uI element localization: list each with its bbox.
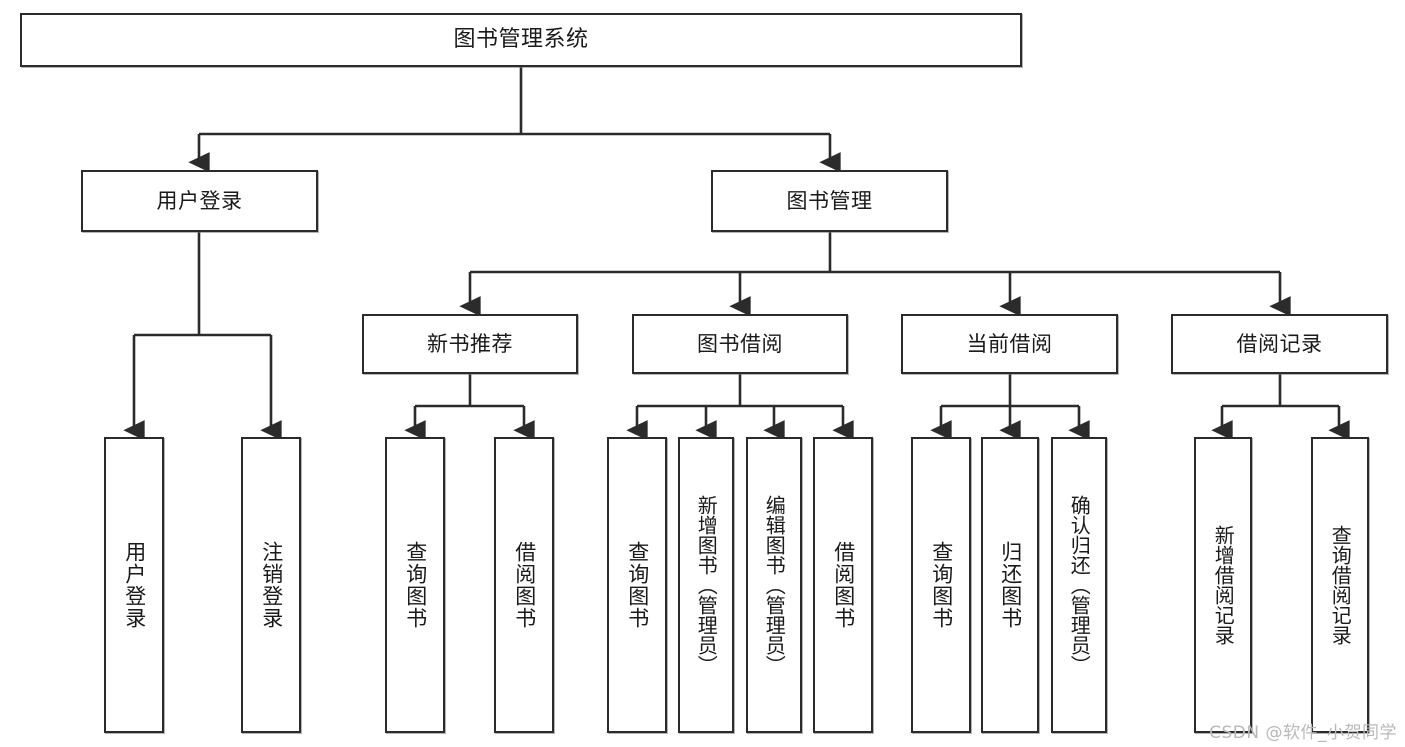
- node-label: 新书推荐: [427, 331, 513, 356]
- node-label: 当前借阅: [966, 331, 1053, 356]
- node-label: 查询图书: [625, 541, 650, 629]
- node-label: 查询图书: [929, 541, 954, 629]
- node-label: 注销登录: [259, 541, 284, 629]
- node-leaf-add-borrow-record[interactable]: 新增借阅记录: [1194, 437, 1252, 733]
- node-book-borrow[interactable]: 图书借阅: [632, 314, 848, 374]
- node-leaf-query-book-recommend[interactable]: 查询图书: [385, 437, 445, 733]
- node-label: 借阅记录: [1236, 331, 1323, 356]
- node-borrow-record[interactable]: 借阅记录: [1171, 314, 1388, 374]
- node-label: 用户登录: [122, 541, 147, 629]
- node-label: 借阅图书: [512, 541, 537, 629]
- node-label: 确认归还（管理员）: [1067, 495, 1092, 675]
- node-leaf-borrow-book-recommend[interactable]: 借阅图书: [494, 437, 554, 733]
- node-label: 图书借阅: [697, 331, 783, 356]
- node-label: 借阅图书: [831, 541, 856, 629]
- node-leaf-confirm-return-admin[interactable]: 确认归还（管理员）: [1051, 437, 1107, 733]
- node-leaf-query-book-borrow[interactable]: 查询图书: [607, 437, 667, 733]
- node-current-borrow[interactable]: 当前借阅: [901, 314, 1118, 374]
- node-book-management[interactable]: 图书管理: [711, 170, 948, 232]
- node-root-book-management-system[interactable]: 图书管理系统: [20, 13, 1022, 67]
- node-label: 新增图书（管理员）: [694, 495, 719, 675]
- node-label: 编辑图书（管理员）: [762, 495, 787, 675]
- node-label: 图书管理系统: [453, 26, 589, 52]
- node-label: 图书管理: [786, 188, 873, 213]
- node-leaf-edit-book-admin[interactable]: 编辑图书（管理员）: [746, 437, 802, 733]
- node-leaf-logout[interactable]: 注销登录: [241, 437, 301, 733]
- node-label: 归还图书: [998, 541, 1023, 629]
- csdn-watermark: CSDN @软件_小贺同学: [1209, 723, 1397, 743]
- node-user-login[interactable]: 用户登录: [81, 170, 318, 232]
- node-leaf-query-borrow-record[interactable]: 查询借阅记录: [1311, 437, 1369, 733]
- node-label: 新增借阅记录: [1211, 525, 1236, 645]
- node-label: 用户登录: [156, 188, 243, 213]
- node-leaf-return-book[interactable]: 归还图书: [981, 437, 1039, 733]
- node-leaf-borrow-book[interactable]: 借阅图书: [813, 437, 873, 733]
- node-leaf-query-book-current[interactable]: 查询图书: [911, 437, 971, 733]
- node-label: 查询图书: [403, 541, 428, 629]
- node-leaf-add-book-admin[interactable]: 新增图书（管理员）: [678, 437, 734, 733]
- node-label: 查询借阅记录: [1328, 525, 1353, 645]
- node-leaf-user-login[interactable]: 用户登录: [104, 437, 164, 733]
- node-new-book-recommend[interactable]: 新书推荐: [362, 314, 578, 374]
